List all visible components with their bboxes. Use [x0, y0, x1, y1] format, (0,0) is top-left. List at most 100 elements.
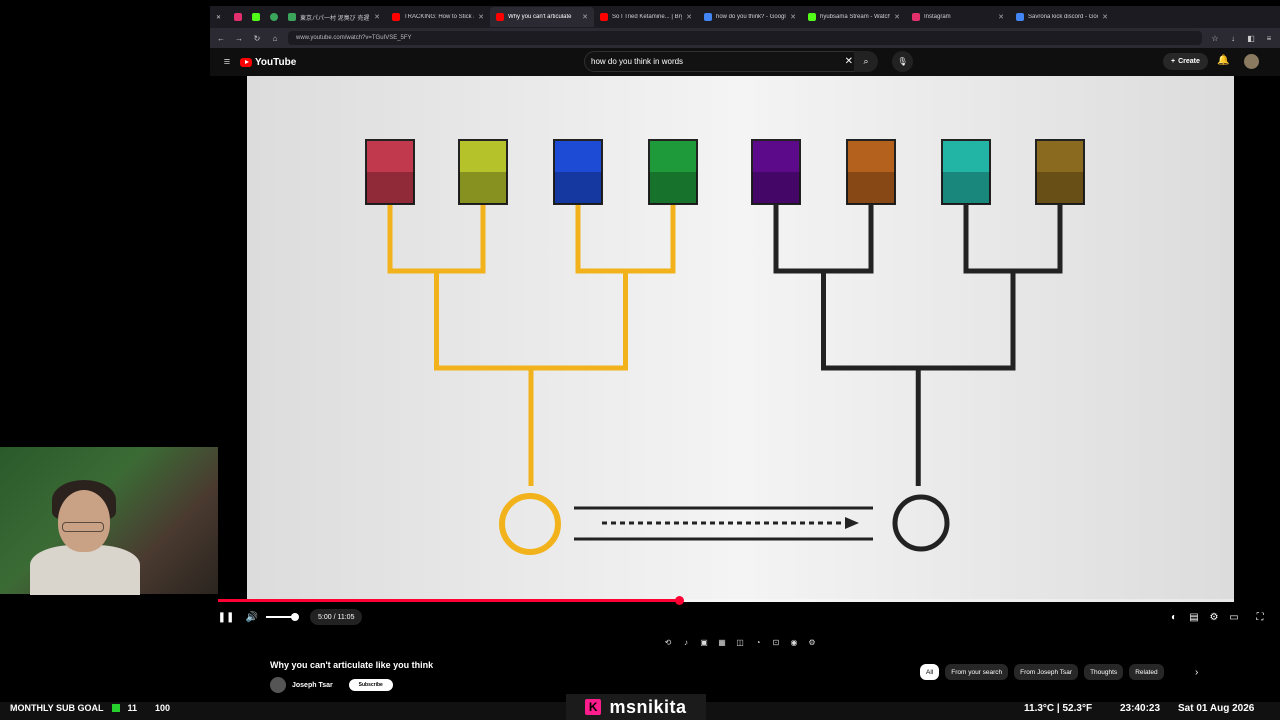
channel-avatar[interactable] — [270, 677, 286, 693]
browser-tab[interactable]: how do you think? - Google✕ — [698, 7, 802, 27]
subscribe-button[interactable]: Subscribe — [348, 679, 393, 691]
create-button[interactable]: + Create — [1163, 53, 1208, 70]
tab-label: TRACKING: How to Stick an — [404, 14, 475, 20]
tab-close-icon[interactable]: ✕ — [582, 14, 588, 21]
instagram-icon — [234, 13, 242, 21]
extensions-icon[interactable]: ◧ — [1247, 33, 1255, 43]
youtube-logo-text: YouTube — [255, 56, 297, 68]
browser-tab[interactable]: TRACKING: How to Stick an✕ — [386, 7, 490, 27]
video-thumbnail-shade — [752, 172, 800, 204]
video-player[interactable] — [247, 76, 1234, 602]
volume-slider[interactable] — [266, 613, 299, 621]
browser-tab[interactable]: hyubsama Stream - Watch Li✕ — [802, 7, 906, 27]
back-icon[interactable]: ← — [217, 33, 225, 43]
reload-icon[interactable]: ↻ — [253, 33, 261, 43]
tab-label: how do you think? - Google — [716, 14, 787, 20]
home-icon[interactable]: ⌂ — [272, 33, 278, 43]
chat-icon[interactable]: ▣ — [700, 638, 708, 647]
browser-tab[interactable]: Instagram✕ — [906, 7, 1010, 27]
clock-readout: 23:40:23 — [1120, 703, 1161, 714]
right-tree — [773, 204, 1063, 486]
pause-button[interactable]: ❚❚ — [217, 611, 235, 623]
tab-green-pin[interactable] — [264, 7, 282, 27]
webcam-person-glasses — [62, 522, 104, 532]
extension-settings-icon[interactable]: ⚙ — [808, 638, 816, 647]
video-thumbnail-shade — [366, 172, 414, 204]
browser-tab[interactable]: So I Tried Ketamine... | Bryan✕ — [594, 7, 698, 27]
left-circle-node — [499, 493, 561, 555]
chip[interactable]: From your search — [945, 664, 1009, 680]
pip-icon[interactable]: ◫ — [736, 638, 744, 647]
autoplay-toggle-icon[interactable]: ◐ — [1170, 611, 1178, 623]
progress-track[interactable] — [218, 599, 1234, 602]
sub-goal-icon — [111, 704, 120, 712]
arrow-head — [845, 517, 859, 529]
browser-tab[interactable]: Why you can't articulate ✕ — [490, 7, 594, 27]
browser-tab[interactable]: Savrona kick discord - Goog✕ — [1010, 7, 1114, 27]
search-input[interactable]: how do you think in words ✕ — [584, 51, 860, 72]
loop-icon[interactable]: ⟲ — [664, 638, 672, 647]
right-circle-node — [892, 494, 950, 552]
voice-search-button[interactable]: 🎙 — [892, 51, 913, 72]
video-thumbnail — [1035, 139, 1085, 205]
video-title: Why you can't articulate like you think — [270, 660, 434, 670]
sub-goal-current: 11 — [127, 703, 138, 713]
chip[interactable]: From Joseph Tsar — [1014, 664, 1079, 680]
youtube-play-icon — [240, 57, 252, 67]
video-thumbnail-shade — [554, 172, 602, 204]
address-bar: ← → ↻ ⌂ www.youtube.com/watch?v=TGuIVSE_… — [210, 28, 1280, 48]
chip[interactable]: Related — [1129, 664, 1164, 680]
chip[interactable]: All — [920, 664, 940, 680]
avatar[interactable] — [1244, 54, 1259, 69]
youtube-logo[interactable]: YouTube — [240, 57, 296, 68]
channel-name[interactable]: Joseph Tsar — [292, 681, 333, 689]
tab-close-icon[interactable]: ✕ — [998, 14, 1004, 21]
tab-close-icon[interactable]: ✕ — [1102, 14, 1108, 21]
video-thumbnail-shade — [459, 172, 507, 204]
browser-tab[interactable]: 東京パパ一村 泥臭び 売遅✕ — [282, 7, 386, 27]
video-extension-toolbar: ⟲ ♪ ▣ ▦ ◫ ◔ ⊡ ◉ ⚙ — [662, 635, 818, 651]
clear-search-icon[interactable]: ✕ — [844, 56, 853, 67]
audio-icon[interactable]: ♪ — [684, 638, 688, 647]
time-text: 5:00 / 11:05 — [318, 613, 355, 621]
bookmark-icon[interactable]: ☆ — [1211, 33, 1219, 43]
chips-next-icon[interactable]: › — [1195, 667, 1199, 678]
speed-icon[interactable]: ◔ — [755, 638, 761, 647]
film-icon[interactable]: ▦ — [718, 638, 726, 647]
tab-kick-pin[interactable] — [246, 7, 264, 27]
tab-close-icon[interactable]: ✕ — [894, 14, 900, 21]
tab-close-icon[interactable]: ✕ — [478, 14, 484, 21]
volume-icon[interactable]: 🔊 — [245, 611, 259, 623]
search-button[interactable]: ⌕ — [854, 51, 878, 72]
tab-instagram-pin[interactable] — [228, 7, 246, 27]
date-readout: Sat 01 Aug 2026 — [1178, 703, 1255, 714]
progress-scrubber[interactable] — [674, 596, 684, 605]
screenshot-icon[interactable]: ◉ — [790, 638, 798, 647]
tab-favicon-icon — [912, 13, 920, 21]
menu-icon[interactable]: ≡ — [1266, 33, 1272, 43]
fullscreen-icon[interactable]: ⛶ — [1256, 611, 1264, 623]
url-input[interactable]: www.youtube.com/watch?v=TGuIVSE_5FY — [288, 31, 1202, 45]
hamburger-menu-icon[interactable]: ≡ — [223, 56, 231, 68]
weather-readout: 11.3°C | 52.3°F — [1024, 703, 1093, 714]
frame-icon[interactable]: ⊡ — [772, 638, 780, 647]
tab-close-icon[interactable]: ✕ — [790, 14, 796, 21]
volume-knob[interactable] — [291, 613, 299, 621]
tab-x[interactable]: ✕ — [210, 7, 228, 27]
chip[interactable]: Thoughts — [1084, 664, 1124, 680]
streamer-badge: K msnikita — [566, 694, 706, 720]
tab-label: Why you can't articulate — [508, 14, 572, 20]
microphone-icon: 🎙 — [897, 57, 908, 66]
download-icon[interactable]: ↓ — [1231, 33, 1235, 43]
video-thumbnail — [941, 139, 991, 205]
webcam-person-face — [58, 490, 110, 552]
theater-mode-icon[interactable]: ▭ — [1229, 611, 1239, 623]
video-thumbnail-shade — [847, 172, 895, 204]
settings-icon[interactable]: ⚙ — [1209, 611, 1219, 623]
forward-icon[interactable]: → — [235, 33, 243, 43]
tab-close-icon[interactable]: ✕ — [374, 14, 380, 21]
notifications-icon[interactable]: 🔔 — [1217, 55, 1230, 66]
tab-close-icon[interactable]: ✕ — [686, 14, 692, 21]
subtitles-icon[interactable]: ▤ — [1189, 611, 1199, 623]
